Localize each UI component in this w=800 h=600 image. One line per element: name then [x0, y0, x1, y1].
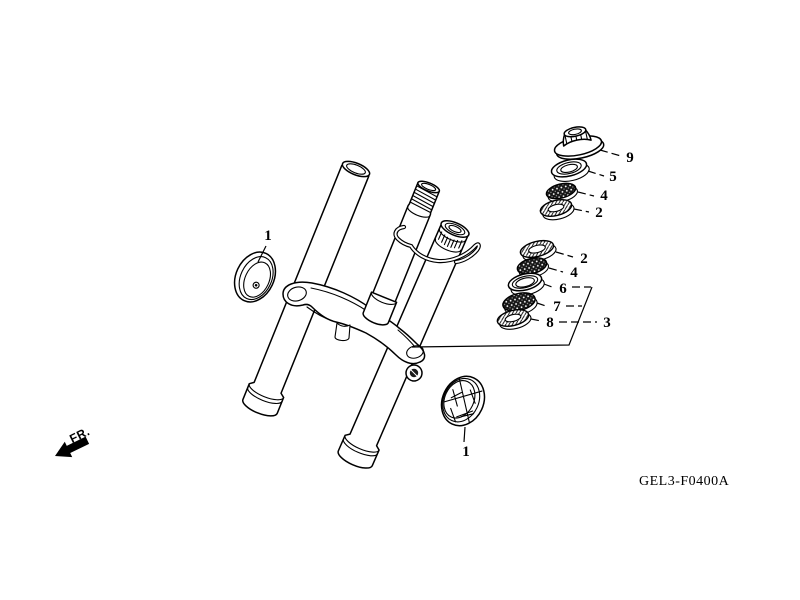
front-direction-marker: FR. [55, 424, 92, 458]
leader-cap-bottom [463, 426, 466, 443]
wire-clip [393, 224, 481, 265]
callouts: 1 1 9 5 4 2 2 4 6 7 8 3 [264, 150, 634, 460]
clamp-tab [334, 322, 351, 342]
callout-2-upper: 2 [595, 205, 603, 221]
leader-2-upper [573, 208, 590, 213]
lower-ball-retainer [502, 292, 538, 316]
upper-ball-retainer [545, 182, 579, 203]
leader-stem-assembly [411, 286, 593, 348]
lower-dust-seal [496, 309, 532, 330]
callout-2-mid: 2 [580, 251, 588, 267]
cap-hatch [443, 377, 483, 424]
clamp-bolt [405, 364, 423, 382]
callout-9: 9 [626, 150, 634, 166]
front-arrow-icon [55, 441, 73, 458]
leader-2-mid [555, 251, 574, 258]
stem-threads [410, 185, 438, 213]
leader-4-upper [577, 191, 595, 197]
upper-seal-washer [550, 158, 590, 182]
fork-bolt-knurl [434, 228, 467, 253]
callout-1-bottom: 1 [462, 444, 470, 460]
triple-clamp [282, 281, 426, 365]
mid-ball-retainer [516, 257, 550, 278]
leader-4-mid [548, 267, 564, 273]
mid-race [519, 239, 557, 262]
upper-race [539, 199, 575, 221]
callout-4-mid: 4 [570, 265, 578, 281]
cap-part-bottom [440, 375, 486, 427]
callout-6: 6 [559, 281, 567, 297]
leader-lines [257, 149, 622, 443]
leader-7 [536, 302, 582, 307]
callout-8: 8 [546, 315, 554, 331]
cap-part-top [233, 251, 277, 303]
callout-5: 5 [609, 169, 617, 185]
leader-cap-top [257, 245, 267, 263]
callout-1-top: 1 [264, 228, 272, 244]
leader-5 [587, 170, 605, 177]
stem-nut [553, 126, 605, 160]
leader-9 [599, 149, 622, 157]
leader-6 [543, 283, 591, 288]
callout-4-upper: 4 [600, 188, 608, 204]
drawing-code: GEL3-F0400A [639, 474, 730, 489]
leader-8-3 [530, 318, 597, 323]
callout-3: 3 [603, 315, 611, 331]
callout-7: 7 [553, 299, 561, 315]
